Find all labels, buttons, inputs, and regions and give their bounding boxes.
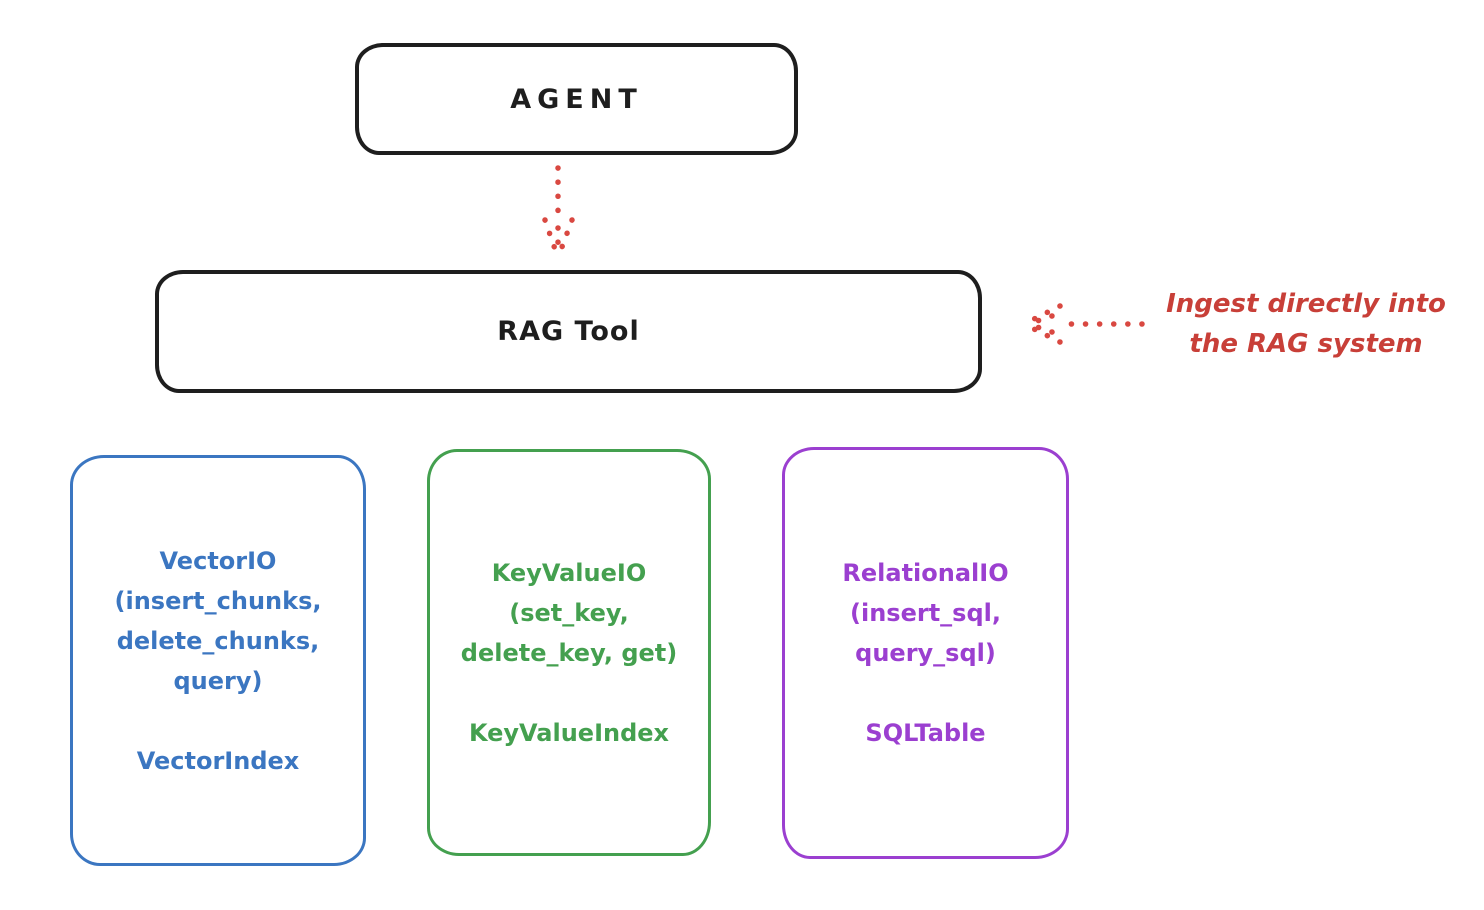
annotation-ingest-note: Ingest directly into the RAG system <box>1138 284 1474 364</box>
keyvalueio-index-label: KeyValueIndex <box>468 718 670 747</box>
backend-node-vectorio: VectorIO (insert_chunks, delete_chunks, … <box>70 455 366 866</box>
dotted-arrow-down-icon <box>542 165 575 259</box>
vectorio-line-3: delete_chunks, <box>116 626 320 655</box>
keyvalueio-line-3: delete_key, get) <box>460 638 678 667</box>
keyvalueio-interface-block: KeyValueIO (set_key, delete_key, get) <box>461 553 677 673</box>
rag-tool-node: RAG Tool <box>155 270 982 393</box>
relationalio-index-label: SQLTable <box>865 719 986 747</box>
agent-node: AGENT <box>355 43 798 155</box>
rag-tool-node-label: RAG Tool <box>497 316 640 347</box>
relationalio-line-1: RelationalIO <box>842 559 1009 587</box>
vectorio-line-4: query) <box>173 666 263 695</box>
keyvalueio-line-1: KeyValueIO <box>491 558 647 587</box>
vectorio-interface-block: VectorIO (insert_chunks, delete_chunks, … <box>115 541 322 701</box>
agent-node-label: AGENT <box>510 83 643 115</box>
relationalio-interface-block: RelationalIO (insert_sql, query_sql) <box>842 553 1008 673</box>
dotted-arrow-left-icon <box>1023 303 1145 345</box>
keyvalueio-line-2: (set_key, <box>509 598 629 627</box>
vectorio-line-1: VectorIO <box>159 546 277 575</box>
relationalio-line-3: query_sql) <box>855 639 996 667</box>
annotation-line-1: Ingest directly into <box>1166 289 1446 319</box>
relationalio-line-2: (insert_sql, <box>850 599 1001 627</box>
backend-node-keyvalueio: KeyValueIO (set_key, delete_key, get) Ke… <box>427 449 711 856</box>
backend-node-relationalio: RelationalIO (insert_sql, query_sql) SQL… <box>782 447 1069 859</box>
vectorio-index-label: VectorIndex <box>136 746 300 775</box>
annotation-line-2: the RAG system <box>1189 329 1423 359</box>
vectorio-line-2: (insert_chunks, <box>114 586 322 615</box>
